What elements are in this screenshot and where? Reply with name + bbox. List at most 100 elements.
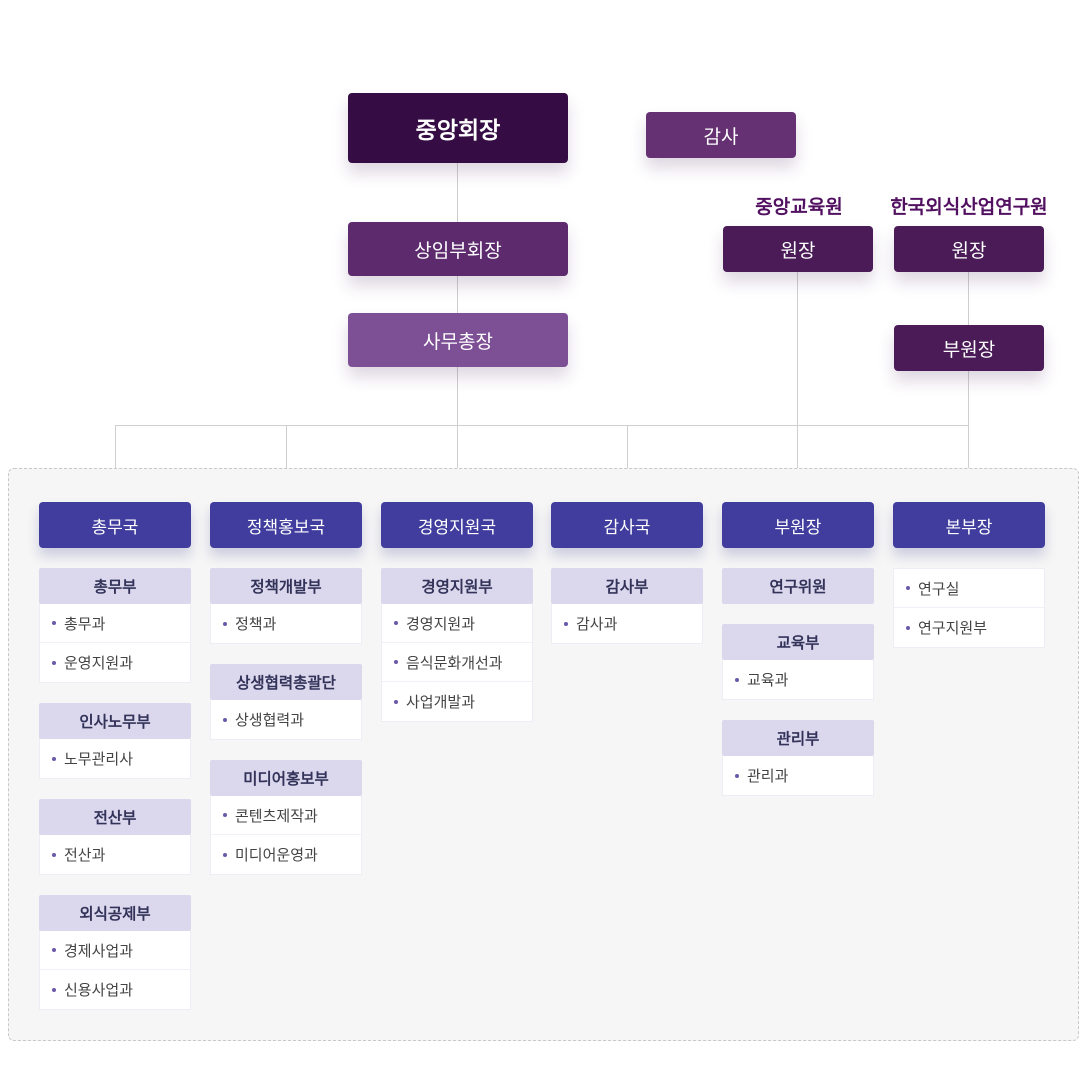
dept-item-label: 관리과 [747,767,789,785]
dept-item-label: 교육과 [747,671,789,689]
dept-group: 관리부 관리과 [722,720,874,796]
bullet-icon [906,625,910,630]
bullet-icon [735,773,739,778]
bullet-icon [52,660,56,665]
org-box-secretary-general: 사무총장 [348,313,568,367]
edu-institute-label: 중앙교육원 [755,196,843,218]
bullet-icon [223,852,227,857]
connector-line [115,425,969,426]
column-header: 정책홍보국 [210,502,362,548]
dept-group-title: 총무부 [39,568,191,604]
dept-item: 전산과 [40,835,190,874]
dept-item: 음식문화개선과 [382,643,532,682]
dept-group: 전산부 전산과 [39,799,191,875]
dept-item-label: 연구실 [918,579,960,598]
connector-line [286,425,287,502]
dept-group: 미디어홍보부 콘텐츠제작과 미디어운영과 [210,760,362,875]
bullet-icon [223,813,227,817]
dept-group-title: 정책개발부 [210,568,362,604]
dept-item: 신용사업과 [40,970,190,1009]
dept-item-label: 경영지원과 [406,614,476,633]
bullet-icon [735,677,739,682]
bullet-icon [564,621,568,626]
dept-group-title: 연구위원 [722,568,874,604]
dept-item: 사업개발과 [382,682,532,721]
dept-item: 교육과 [723,660,873,699]
bullet-icon [394,621,398,625]
dept-item: 노무관리사 [40,739,190,778]
dept-group-title: 미디어홍보부 [210,760,362,796]
dept-group-title: 인사노무부 [39,703,191,739]
dept-group: 감사부 감사과 [551,568,703,644]
column-header: 총무국 [39,502,191,548]
bullet-icon [223,621,227,626]
column-header: 경영지원국 [381,502,533,548]
connector-line [457,276,458,313]
column-edu-vice-director: 부원장 연구위원 교육부 교육과 관리부 관리과 [722,502,874,796]
connector-line [457,163,458,222]
org-box-vice-chairman: 상임부회장 [348,222,568,276]
dept-group: 연구위원 [722,568,874,604]
dept-item-label: 정책과 [235,615,277,633]
connector-line [115,425,116,502]
column-management-support: 경영지원국 경영지원부 경영지원과 음식문화개선과 사업개발과 [381,502,533,722]
dept-item-label: 전산과 [64,846,106,864]
org-box-research-vice-director: 부원장 [894,325,1044,371]
column-header: 부원장 [722,502,874,548]
dept-item: 연구실 [894,569,1044,608]
dept-group: 교육부 교육과 [722,624,874,700]
dept-item-label: 미디어운영과 [235,846,318,864]
dept-group: 외식공제부 경제사업과 신용사업과 [39,895,191,1010]
dept-group-title: 감사부 [551,568,703,604]
dept-item-label: 경제사업과 [64,941,134,960]
bullet-icon [52,948,56,952]
column-header: 감사국 [551,502,703,548]
dept-item-label: 운영지원과 [64,654,134,672]
org-box-chairman: 중앙회장 [348,93,568,163]
dept-item: 경영지원과 [382,604,532,643]
column-header: 본부장 [893,502,1045,548]
dept-item: 정책과 [211,604,361,643]
bullet-icon [52,621,56,625]
dept-group: 연구실 연구지원부 [893,568,1045,648]
dept-item: 연구지원부 [894,608,1044,647]
dept-group-title: 경영지원부 [381,568,533,604]
dept-item: 콘텐츠제작과 [211,796,361,835]
connector-line [627,425,628,502]
dept-item: 경제사업과 [40,931,190,970]
dept-group: 총무부 총무과 운영지원과 [39,568,191,683]
dept-group-title: 관리부 [722,720,874,756]
column-policy-pr: 정책홍보국 정책개발부 정책과 상생협력총괄단 상생협력과 미디어홍보부 콘텐츠… [210,502,362,875]
org-box-auditor: 감사 [646,112,796,158]
connector-line [797,272,798,502]
dept-group-title: 외식공제부 [39,895,191,931]
dept-item-label: 상생협력과 [235,711,305,729]
dept-item-label: 총무과 [64,614,106,633]
dept-group: 정책개발부 정책과 [210,568,362,644]
dept-item-label: 감사과 [576,615,618,633]
org-box-edu-director: 원장 [723,226,873,272]
column-general-affairs: 총무국 총무부 총무과 운영지원과 인사노무부 노무관리사 전산부 전산과 외식… [39,502,191,1010]
dept-item-label: 신용사업과 [64,981,134,999]
bullet-icon [394,660,398,664]
dept-item-label: 음식문화개선과 [406,653,503,672]
dept-group-title: 전산부 [39,799,191,835]
dept-item: 상생협력과 [211,700,361,739]
research-institute-label: 한국외식산업연구원 [890,196,1048,218]
dept-item: 운영지원과 [40,643,190,682]
dept-item: 감사과 [552,604,702,643]
dept-item: 총무과 [40,604,190,643]
dept-item-label: 연구지원부 [918,619,988,637]
bullet-icon [906,586,910,590]
dept-group: 인사노무부 노무관리사 [39,703,191,779]
dept-group: 경영지원부 경영지원과 음식문화개선과 사업개발과 [381,568,533,722]
bullet-icon [223,717,227,722]
dept-item: 미디어운영과 [211,835,361,874]
org-box-research-director: 원장 [894,226,1044,272]
dept-item-label: 노무관리사 [64,750,134,768]
connector-line [457,367,458,502]
dept-group-title: 교육부 [722,624,874,660]
bullet-icon [394,699,398,704]
bullet-icon [52,852,56,857]
